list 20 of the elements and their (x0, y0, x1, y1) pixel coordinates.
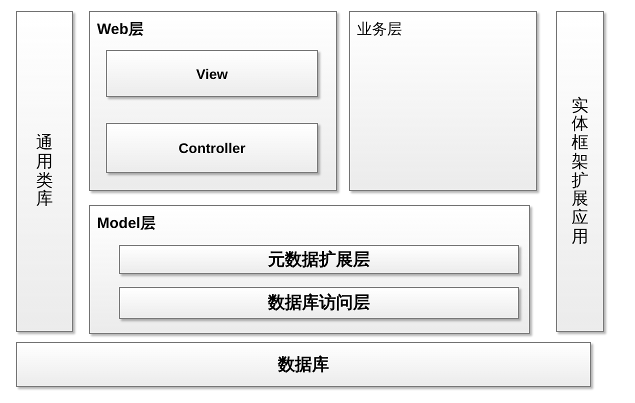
box-label: 数据库 (278, 354, 329, 376)
vertical-label: 实体框架扩展应用 (572, 96, 588, 246)
box-label: View (196, 64, 228, 82)
box-label: 元数据扩展层 (268, 248, 370, 270)
box-label: Controller (178, 139, 246, 157)
layer-title: Model层 (97, 214, 156, 234)
side-panel (556, 11, 604, 332)
component-box (119, 245, 519, 274)
layer-title: Web层 (97, 20, 144, 40)
vertical-label: 通用类库 (36, 134, 53, 209)
box-label: 数据库访问层 (268, 292, 370, 314)
component-box (16, 342, 591, 387)
layer-title: 业务层 (357, 20, 402, 40)
component-box (119, 287, 519, 319)
layer-panel (349, 11, 537, 191)
side-panel (16, 11, 73, 332)
component-box (106, 50, 318, 97)
layer-panel (89, 11, 337, 191)
layer-panel (89, 205, 530, 334)
component-box (106, 123, 318, 173)
